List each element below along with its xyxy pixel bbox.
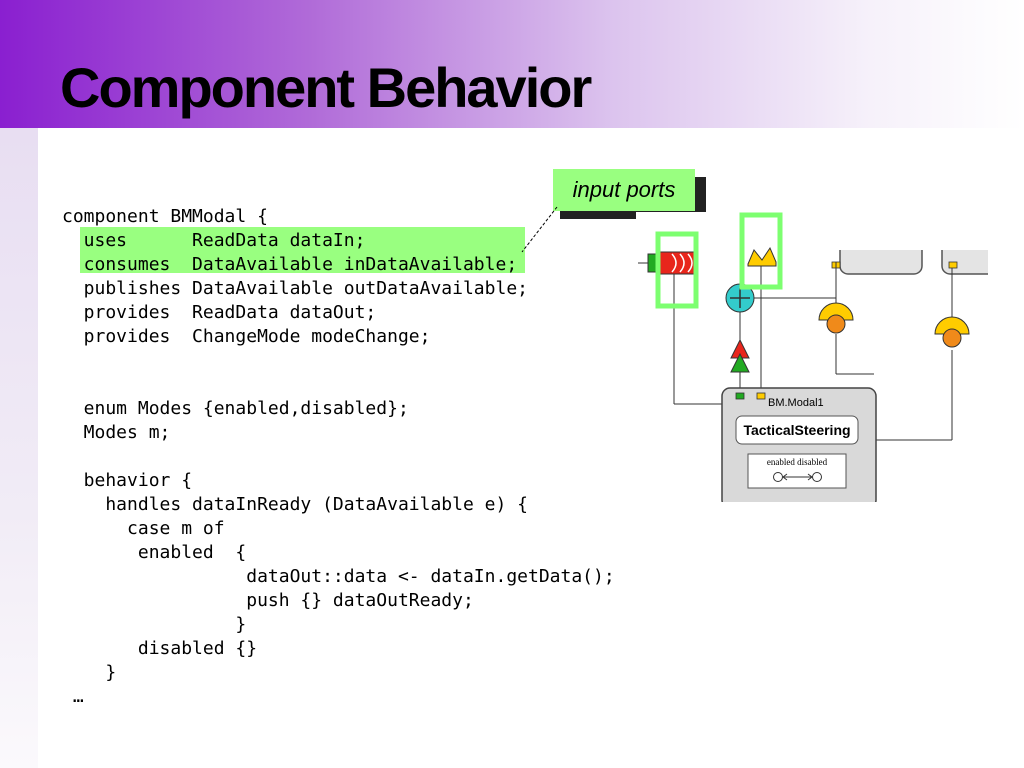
input-ports-callout: input ports xyxy=(553,169,695,211)
neighbor-port xyxy=(948,261,958,269)
code-line: disabled {} xyxy=(62,638,258,659)
facet-knob xyxy=(942,328,962,348)
left-accent-band xyxy=(0,128,38,768)
code-line: } xyxy=(62,614,247,635)
code-line: push {} dataOutReady; xyxy=(62,590,474,611)
code-line xyxy=(62,349,615,373)
code-line: Modes m; xyxy=(62,422,171,443)
receptacle-arcs xyxy=(671,253,693,273)
code-line: … xyxy=(62,686,84,707)
component-diagram: BM.Modal1 TacticalSteering enabled disab… xyxy=(636,212,988,502)
mode-state-enabled xyxy=(773,472,783,482)
mode-state-disabled xyxy=(812,472,822,482)
component-name: BM.Modal1 xyxy=(768,397,824,409)
code-listing: component BMModal { uses ReadData dataIn… xyxy=(62,205,615,709)
code-line: handles dataInReady (DataAvailable e) { xyxy=(62,494,528,515)
code-line: behavior { xyxy=(62,470,193,491)
code-line: dataOut::data <- dataIn.getData(); xyxy=(62,566,615,587)
component-port-yellow xyxy=(756,392,766,400)
facet-knob xyxy=(826,314,846,334)
diagram-svg: BM.Modal1 TacticalSteering enabled disab… xyxy=(636,212,988,502)
code-line: publishes DataAvailable outDataAvailable… xyxy=(62,278,528,299)
code-line: component BMModal { xyxy=(62,206,268,227)
mode-box xyxy=(747,453,847,489)
code-line: } xyxy=(62,662,117,683)
component-port-green xyxy=(735,392,745,400)
header-band xyxy=(0,0,1024,128)
code-line: enabled { xyxy=(62,542,247,563)
code-line: uses ReadData dataIn; xyxy=(62,230,366,251)
slide-title: Component Behavior xyxy=(60,56,592,119)
red-receptacle xyxy=(657,251,697,275)
event-sink-shape xyxy=(747,246,777,267)
diagram-mask xyxy=(636,212,988,250)
mode-states: enabled disabled xyxy=(767,457,828,467)
input-port-outline xyxy=(655,231,699,309)
green-arrow xyxy=(730,352,750,373)
mode-arrowheads xyxy=(782,473,813,481)
code-line: provides ChangeMode modeChange; xyxy=(62,326,431,347)
facet-cap xyxy=(818,302,854,321)
code-line: consumes DataAvailable inDataAvailable; xyxy=(62,254,518,275)
code-line: enum Modes {enabled,disabled}; xyxy=(62,398,409,419)
code-line xyxy=(62,373,615,397)
input-ports-highlight xyxy=(80,227,525,273)
input-port-outline xyxy=(739,212,783,290)
component-label-box xyxy=(735,415,859,445)
code-line xyxy=(62,445,615,469)
facet-cap xyxy=(934,316,970,335)
component-label: TacticalSteering xyxy=(743,422,850,438)
code-line: case m of xyxy=(62,518,225,539)
code-line: provides ReadData dataOut; xyxy=(62,302,377,323)
